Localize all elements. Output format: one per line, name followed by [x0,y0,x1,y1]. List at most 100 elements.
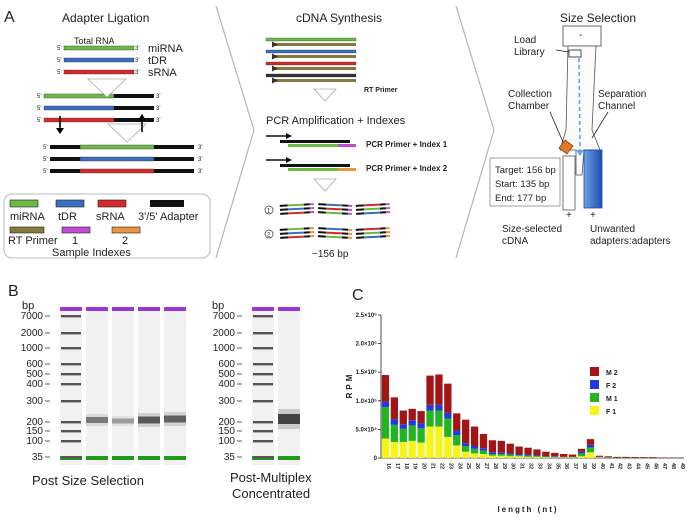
bar-segment [462,445,470,452]
rt-strand [272,43,356,46]
ladder-band [253,363,273,366]
sample-band [164,415,186,423]
bar-segment [595,455,603,457]
bar-segment [515,446,523,454]
end-5-label: 5' [57,46,61,52]
pool-adapter [318,231,327,234]
x-tick-label: 39 [590,463,596,469]
bar-segment [444,418,452,437]
pool-adapter [318,207,327,210]
bar-segment [577,456,586,458]
bar-segment [551,456,559,457]
bar-segment [506,456,514,458]
pool-adapter [304,235,311,238]
rna-label: miRNA [148,43,183,55]
ladder-label: 100 [26,436,43,447]
bar-segment [488,455,497,458]
bar-segment [640,457,648,458]
bar-segment [577,451,586,454]
bar-segment [542,455,550,457]
ladder-band [61,383,81,386]
end-5-label: 5' [37,106,41,112]
x-tick-label: 28 [492,463,498,469]
end-5-label: 5' [57,58,61,64]
pool-strand [317,211,352,215]
bar-segment [533,456,541,458]
section-divider [455,5,495,259]
bar-segment [551,456,559,458]
gel-left [58,307,188,465]
bar-segment [533,449,541,456]
bar-segment [426,404,434,411]
legend-label: M 2 [606,370,618,377]
bar-segment [417,423,425,429]
rt-arrow [272,65,278,72]
bar-segment [399,410,407,425]
end-3-label: 3' [156,94,160,100]
x-tick-label: 41 [608,463,614,469]
adapter-3 [154,145,194,149]
legend-swatch-srna [97,199,127,208]
lower-marker [86,456,108,460]
migration-path [578,57,581,151]
bar-segment [444,412,452,419]
bar-segment [488,453,497,456]
size-selection-title: Size Selection [560,11,636,25]
pool-insert [288,235,305,239]
step-triangle [313,88,337,102]
ladder-label: 2000 [213,328,236,339]
ladder-band [253,332,273,335]
pool-index [347,236,352,239]
ladder-label: 7000 [213,311,236,322]
pool-strand [318,203,353,207]
size-selected-line2: cDNA [502,236,528,247]
pool-adapter [279,232,289,235]
x-tick-label: 36 [563,463,569,469]
ladder-band [253,383,273,386]
pool-insert [363,231,380,235]
gel-unit-left: bp [22,300,34,312]
x-tick-label: 32 [528,463,534,469]
bar-segment [435,426,443,458]
pcr-template [288,168,350,171]
ladder-band [253,315,273,318]
bar-segment [381,438,390,458]
load-label-line1: Load [514,35,536,46]
x-tick-label: 17 [394,463,400,469]
pool-adapter [355,228,364,231]
pool-strand [318,207,353,211]
minus-sign: - [579,30,582,41]
rna-label: tDR [148,55,167,67]
x-tick-label: 24 [456,463,462,470]
bar-segment [542,456,550,458]
legend-srna: sRNA [96,211,125,223]
load-label-line2: Library [514,47,545,58]
legend-sample-indexes: Sample Indexes [52,247,131,259]
legend-adapter: 3'/5' Adapter [138,211,199,223]
bar-segment [542,451,550,456]
total-rna-label: Total RNA [74,36,115,46]
index-1 [338,144,356,147]
pool-index [309,207,314,210]
end-3-label: 3' [135,46,139,52]
rt-arrow [272,77,278,84]
rna-strand [43,117,115,123]
x-tick-label: 40 [599,463,605,469]
ladder-label: 150 [218,426,235,437]
load-well [568,49,582,58]
pool-insert [326,231,343,235]
upper-marker [164,307,186,311]
rt-strand [272,79,356,82]
bar-segment [470,453,479,458]
pool-strand [280,211,315,215]
pool-adapter [279,204,288,207]
rna-strand [79,156,155,162]
pool-adapter [303,203,310,206]
end-3-label: 3' [198,169,202,175]
bar-segment [462,451,470,458]
ladder-label: 400 [26,379,43,390]
pool-strand [318,227,353,231]
bar-segment [586,439,595,445]
bar-segment [444,436,452,458]
